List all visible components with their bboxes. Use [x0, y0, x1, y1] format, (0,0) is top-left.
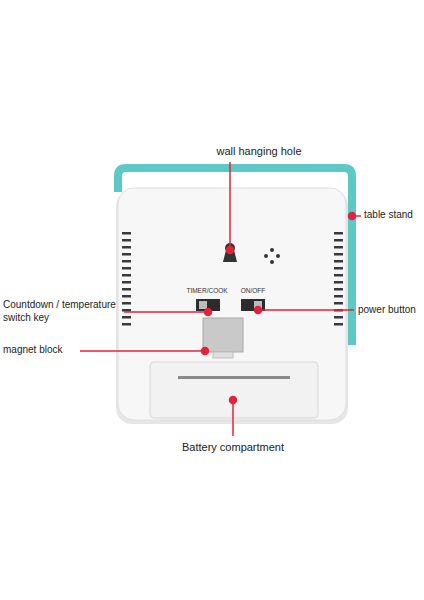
magnet — [203, 318, 243, 352]
callout-label: power button — [358, 304, 416, 317]
switch-knob — [199, 301, 207, 309]
device-body — [118, 188, 346, 420]
callout-label: Countdown / temperature switch key — [3, 299, 123, 324]
callout-label: table stand — [364, 209, 413, 222]
callout-label: Battery compartment — [182, 441, 284, 455]
switch-label: TIMER/COOK — [186, 287, 227, 295]
speaker-holes — [264, 248, 280, 264]
vents — [122, 232, 343, 326]
leader-lines — [80, 162, 361, 436]
switch-label: ON/OFF — [241, 287, 266, 295]
magnet-tab — [213, 352, 233, 358]
callout-label: wall hanging hole — [216, 145, 301, 159]
battery-cover — [150, 362, 318, 418]
battery-slit — [178, 376, 290, 379]
callout-label: magnet block — [3, 344, 62, 357]
